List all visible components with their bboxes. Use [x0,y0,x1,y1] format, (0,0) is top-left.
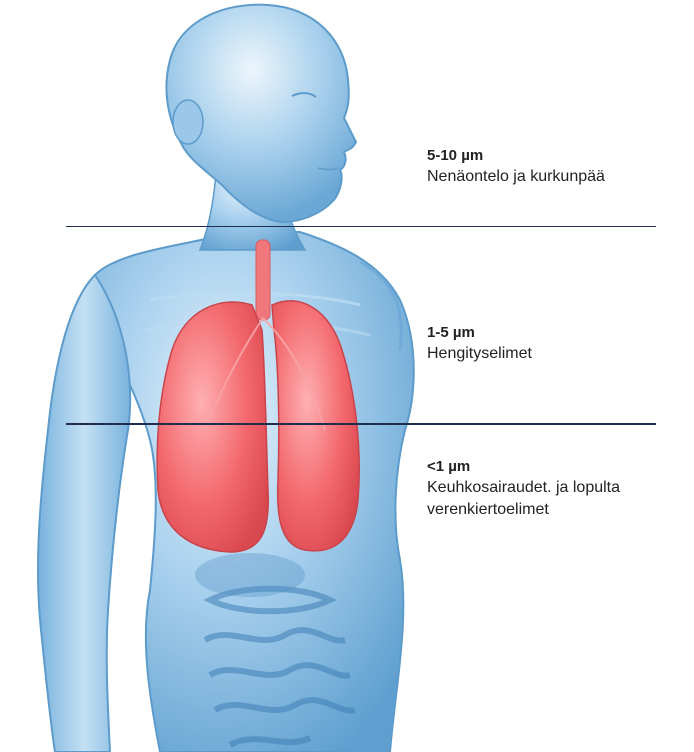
particle-size-label: 5-10 µm [427,146,605,166]
zone-divider-lower [66,423,656,425]
zone-divider-upper [66,226,656,227]
zone-label-respiratory: 1-5 µm Hengityselimet [427,323,532,365]
region-label: Keuhkosairaudet. ja lopulta verenkiertoe… [427,477,620,521]
trachea-shape [256,240,270,320]
particle-size-label: <1 µm [427,457,620,477]
region-label: Hengityselimet [427,343,532,365]
zone-label-nasal: 5-10 µm Nenäontelo ja kurkunpää [427,146,605,188]
arm-shape [38,275,130,752]
particle-size-label: 1-5 µm [427,323,532,343]
zone-label-circulatory: <1 µm Keuhkosairaudet. ja lopulta verenk… [427,457,620,521]
region-label: Nenäontelo ja kurkunpää [427,166,605,188]
